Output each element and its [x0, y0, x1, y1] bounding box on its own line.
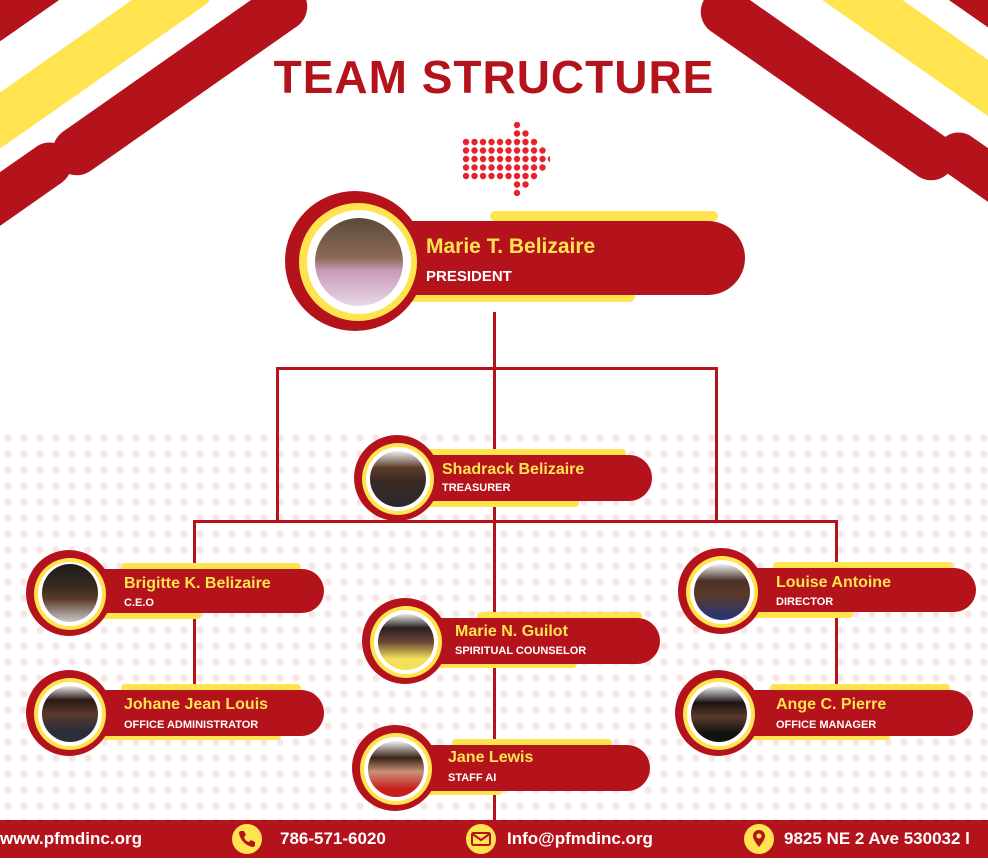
connector-line: [276, 367, 279, 522]
member-name: Shadrack Belizaire: [442, 461, 585, 478]
website-link[interactable]: www.pfmdinc.org: [0, 829, 142, 848]
connector-line: [835, 520, 838, 575]
org-node-president: Marie T. Belizaire PRESIDENT: [285, 190, 755, 340]
location-pin-icon: [744, 824, 774, 854]
connector-line: [193, 520, 837, 523]
avatar: [42, 564, 98, 622]
avatar: [378, 614, 434, 670]
avatar: [315, 218, 403, 306]
arrow-right-dots-icon: [462, 122, 550, 196]
org-node-ceo: Brigitte K. Belizaire C.E.O: [26, 550, 326, 640]
member-role: TREASURER: [442, 482, 511, 494]
org-node-spiritual-counselor: Marie N. Guilot SPIRITUAL COUNSELOR: [362, 598, 662, 688]
member-role: OFFICE MANAGER: [776, 719, 877, 731]
member-name: Marie T. Belizaire: [426, 235, 596, 258]
street-address: 9825 NE 2 Ave 530032 l: [784, 829, 970, 848]
avatar: [694, 564, 750, 620]
org-node-director: Louise Antoine DIRECTOR: [678, 548, 978, 638]
connector-line: [276, 367, 717, 370]
org-node-treasurer: Shadrack Belizaire TREASURER: [354, 435, 654, 525]
phone-icon: [232, 824, 262, 854]
connector-line: [835, 612, 838, 692]
email-address[interactable]: Info@pfmdinc.org: [507, 829, 653, 848]
footer-contact-bar: www.pfmdinc.org 786-571-6020 Info@pfmdin…: [0, 820, 988, 858]
page-title: TEAM STRUCTURE: [273, 51, 715, 103]
avatar: [370, 451, 426, 507]
envelope-icon: [466, 824, 496, 854]
member-name: Brigitte K. Belizaire: [124, 575, 271, 592]
member-role: C.E.O: [124, 597, 154, 609]
connector-line: [193, 612, 196, 692]
decor-stripes-left: [0, 0, 320, 240]
connector-line: [715, 367, 718, 522]
member-role: OFFICE ADMINISTRATOR: [124, 719, 259, 731]
member-name: Jane Lewis: [448, 749, 534, 766]
member-name: Ange C. Pierre: [776, 696, 887, 713]
member-name: Johane Jean Louis: [124, 696, 269, 713]
org-node-office-manager: Ange C. Pierre OFFICE MANAGER: [675, 670, 975, 760]
phone-number[interactable]: 786-571-6020: [280, 829, 386, 848]
avatar: [691, 686, 747, 742]
member-role: DIRECTOR: [776, 596, 834, 608]
avatar: [42, 686, 98, 742]
avatar: [368, 741, 424, 797]
connector-line: [493, 312, 496, 822]
member-role: SPIRITUAL COUNSELOR: [455, 645, 587, 657]
org-node-staff: Jane Lewis STAFF AI: [352, 725, 652, 815]
member-role: PRESIDENT: [426, 268, 512, 285]
member-name: Louise Antoine: [776, 574, 891, 591]
org-node-office-administrator: Johane Jean Louis OFFICE ADMINISTRATOR: [26, 670, 326, 760]
member-name: Marie N. Guilot: [455, 623, 568, 640]
connector-line: [193, 520, 196, 575]
member-role: STAFF AI: [448, 772, 497, 784]
